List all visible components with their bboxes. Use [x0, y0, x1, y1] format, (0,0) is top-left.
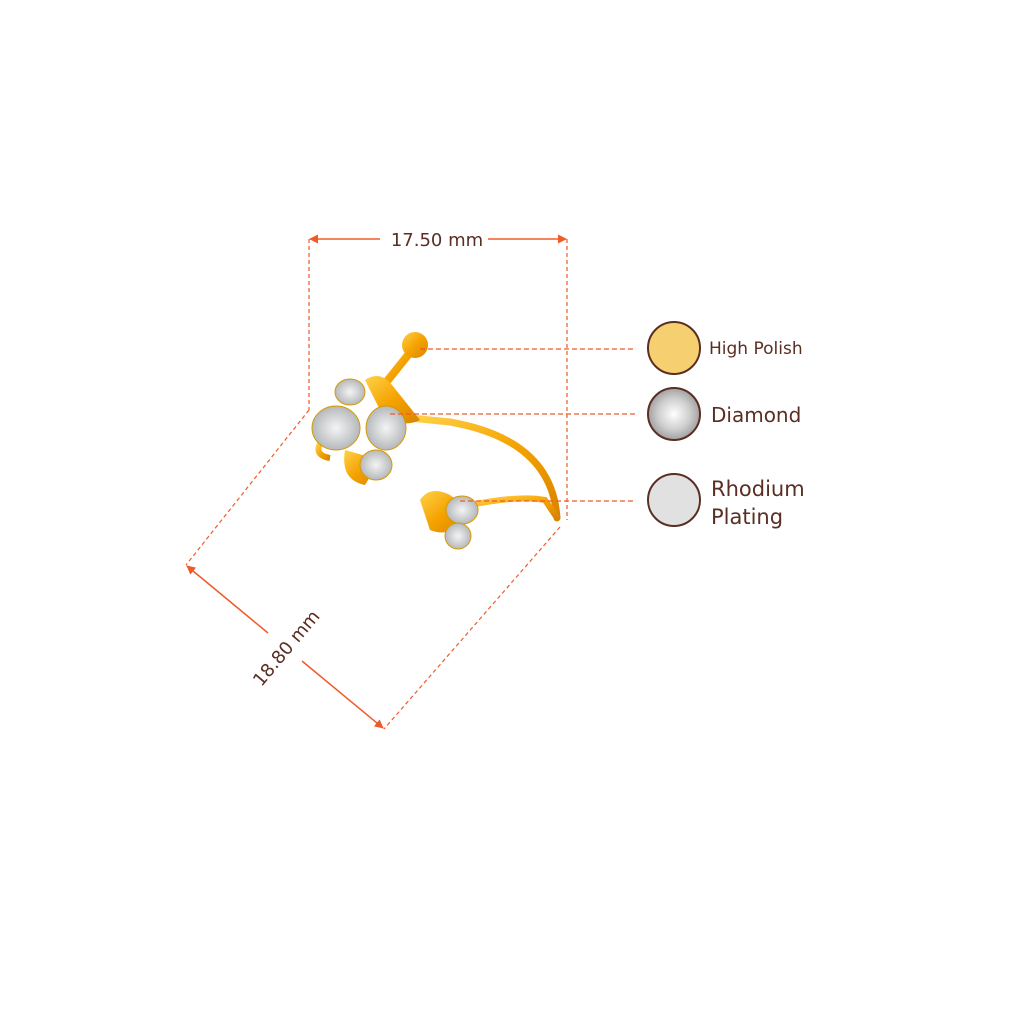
- earring-image: [311, 332, 561, 550]
- diamond-swatch-icon: [647, 387, 701, 441]
- legend-diamond: Diamond: [647, 387, 801, 441]
- legend-label-rhodium: Rhodium: [711, 477, 805, 501]
- rhodium-swatch-icon: [647, 473, 701, 527]
- callout-lines: [390, 348, 636, 502]
- legend-label-high-polish: High Polish: [709, 339, 803, 359]
- high-polish-swatch-icon: [647, 321, 701, 375]
- legend-label-plating: Plating: [711, 505, 783, 529]
- height-label: 18.80 mm: [249, 606, 324, 690]
- width-dimension: 17.50 mm: [308, 230, 568, 520]
- width-label: 17.50 mm: [391, 230, 483, 251]
- legend-high-polish: High Polish: [647, 321, 803, 375]
- legend-rhodium-plating: Rhodium Plating: [647, 473, 805, 529]
- legend-label-diamond: Diamond: [711, 403, 801, 427]
